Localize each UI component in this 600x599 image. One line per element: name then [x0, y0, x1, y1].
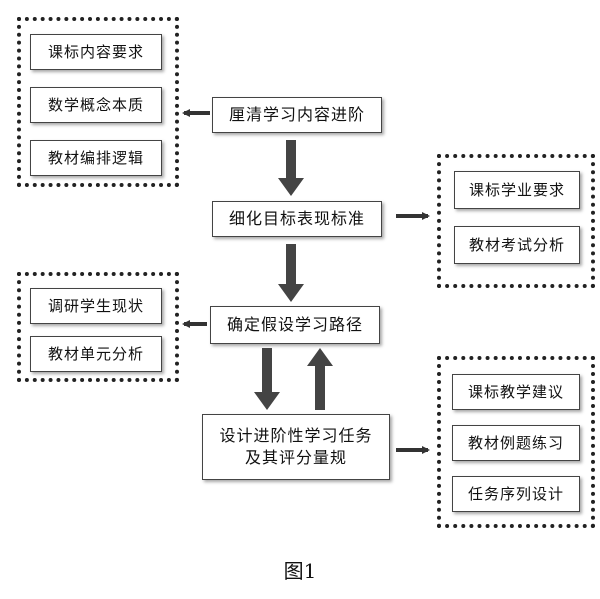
- arrow-step1-to-step2: [278, 140, 304, 196]
- box-textbook-exam-analysis: 教材考试分析: [454, 226, 580, 264]
- box-task-sequence-design: 任务序列设计: [452, 476, 580, 512]
- box-curriculum-content-requirements: 课标内容要求: [30, 34, 162, 70]
- box-math-concept-essence: 数学概念本质: [30, 87, 162, 123]
- group-student-basis: [17, 272, 179, 382]
- step-refine-target-performance-standards: 细化目标表现标准: [212, 201, 382, 237]
- group-task-basis: [437, 356, 595, 528]
- step4-line2: 及其评分量规: [244, 448, 347, 467]
- arrow-step2-to-step3: [278, 244, 304, 302]
- box-textbook-arrangement-logic: 教材编排逻辑: [30, 140, 162, 176]
- box-textbook-unit-analysis: 教材单元分析: [30, 336, 162, 372]
- box-student-status-survey: 调研学生现状: [30, 288, 162, 324]
- arrow-step4-to-step3: [307, 348, 333, 410]
- figure-caption: 图1: [283, 559, 317, 583]
- group-target-basis: [437, 154, 595, 288]
- arrow-step3-to-step4: [254, 348, 280, 410]
- group-content-basis: [17, 17, 179, 187]
- step4-line1: 设计进阶性学习任务: [219, 426, 373, 445]
- step-determine-hypothetical-learning-path: 确定假设学习路径: [210, 306, 380, 344]
- box-curriculum-teaching-suggestions: 课标教学建议: [452, 374, 580, 410]
- step-clarify-learning-progression: 厘清学习内容进阶: [212, 97, 382, 133]
- step-design-progressive-learning-tasks: 设计进阶性学习任务及其评分量规: [202, 414, 390, 480]
- box-curriculum-academic-requirements: 课标学业要求: [454, 171, 580, 209]
- box-textbook-examples-exercises: 教材例题练习: [452, 425, 580, 461]
